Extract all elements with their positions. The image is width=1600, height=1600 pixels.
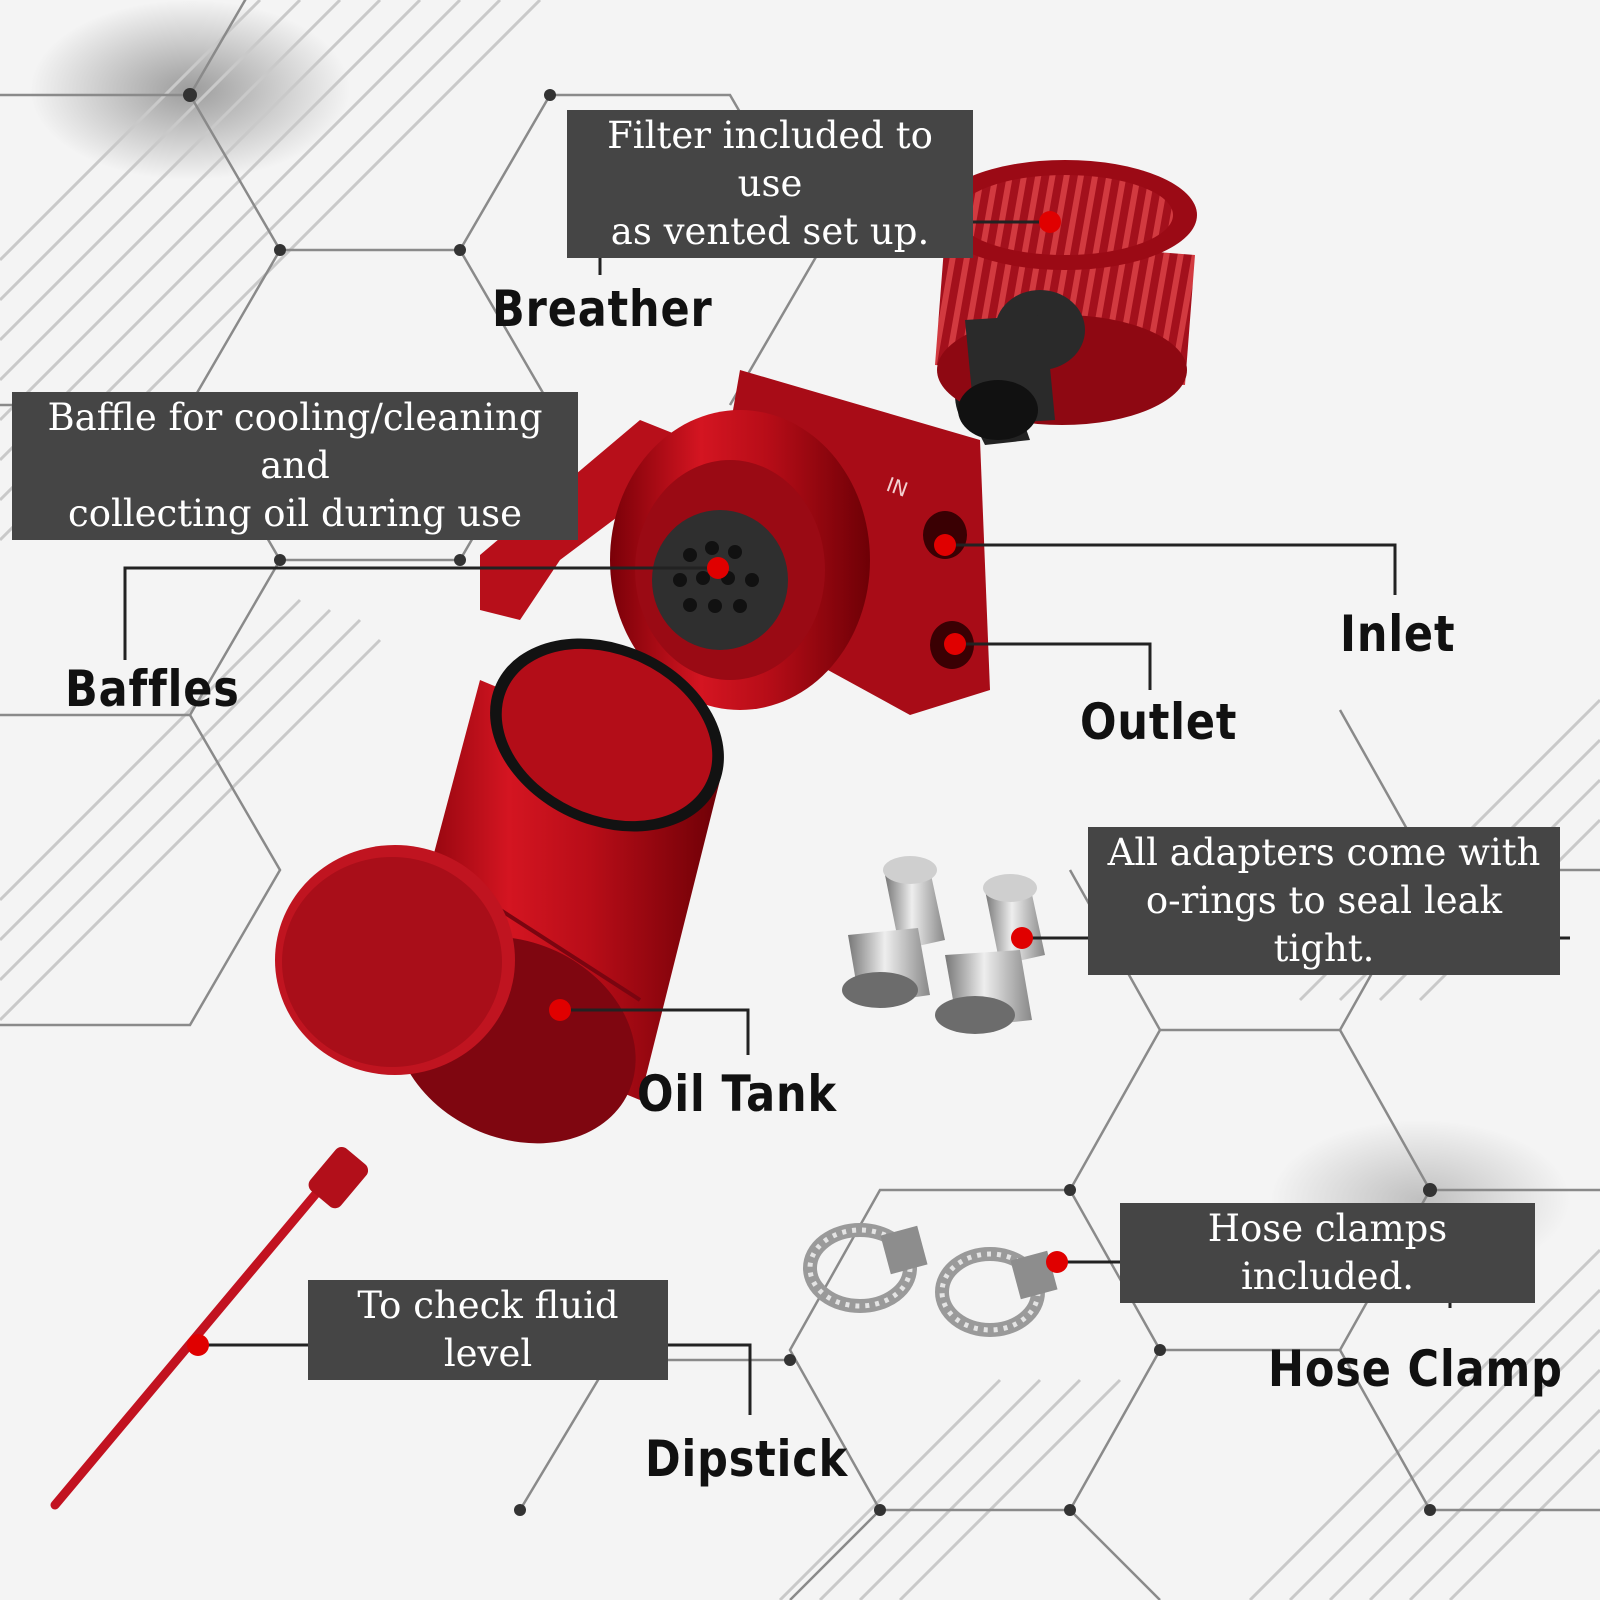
oil-tank-icon bbox=[275, 638, 724, 1144]
adapters-caption: All adapters come with o-rings to seal l… bbox=[1088, 827, 1560, 975]
baffles-leader bbox=[123, 566, 718, 660]
marker-baffles bbox=[707, 557, 729, 579]
hose-clamp-label: Hose Clamp bbox=[1268, 1340, 1563, 1398]
dipstick-caption: To check fluid level bbox=[308, 1280, 668, 1380]
breather-caption-line-1: Filter included to use bbox=[607, 114, 933, 205]
baffles-caption-line-1: Baffle for cooling/cleaning and bbox=[47, 396, 543, 487]
breather-caption: Filter included to use as vented set up. bbox=[567, 110, 973, 258]
marker-oil-tank bbox=[549, 999, 571, 1021]
baffles-label: Baffles bbox=[65, 660, 240, 718]
outlet-label: Outlet bbox=[1080, 693, 1238, 751]
oil-tank-leader bbox=[560, 1008, 750, 1055]
baffle-cap-icon: IN bbox=[480, 370, 990, 715]
inlet-leader bbox=[945, 543, 1397, 595]
marker-hose-clamp bbox=[1046, 1251, 1068, 1273]
inlet-label: Inlet bbox=[1340, 605, 1456, 663]
adapters-caption-line-1: All adapters come with bbox=[1107, 831, 1541, 874]
adapter-fittings-icon bbox=[842, 856, 1045, 1034]
hose-clamp-caption: Hose clamps included. bbox=[1120, 1203, 1535, 1303]
breather-caption-line-2: as vented set up. bbox=[610, 210, 930, 253]
marker-inlet bbox=[934, 534, 956, 556]
hose-clamp-icon bbox=[803, 1223, 1058, 1337]
marker-adapters bbox=[1011, 927, 1033, 949]
dipstick-label: Dipstick bbox=[645, 1430, 849, 1488]
baffles-caption: Baffle for cooling/cleaning and collecti… bbox=[12, 392, 578, 540]
marker-outlet bbox=[944, 633, 966, 655]
marker-breather bbox=[1039, 211, 1061, 233]
callout-markers bbox=[187, 211, 1068, 1356]
oil-tank-label: Oil Tank bbox=[637, 1065, 837, 1123]
outlet-leader bbox=[955, 642, 1152, 690]
dipstick-caption-line-1: To check fluid level bbox=[357, 1284, 619, 1375]
baffles-caption-line-2: collecting oil during use bbox=[68, 492, 522, 535]
breather-label: Breather bbox=[492, 280, 713, 338]
adapters-caption-line-2: o-rings to seal leak tight. bbox=[1145, 879, 1503, 970]
hose-clamp-caption-line-1: Hose clamps included. bbox=[1207, 1207, 1448, 1298]
marker-dipstick bbox=[187, 1334, 209, 1356]
breather-filter-icon bbox=[933, 160, 1197, 445]
